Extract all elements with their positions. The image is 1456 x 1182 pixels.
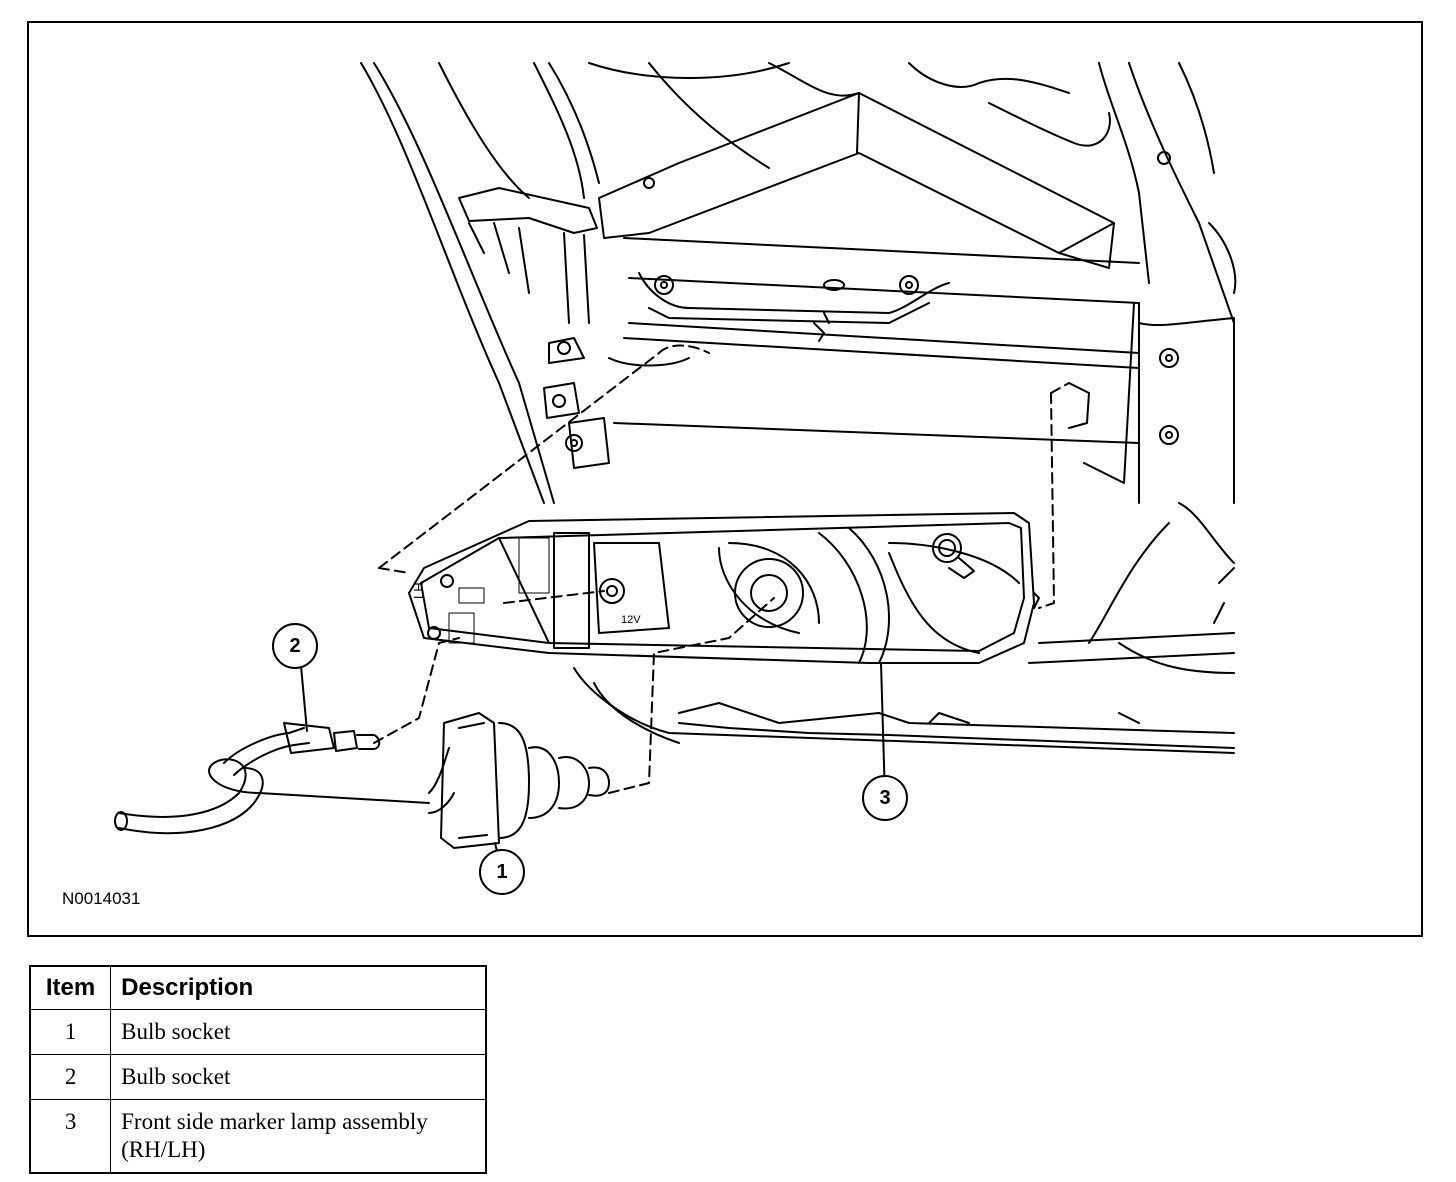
figure-frame: 12V LH: [27, 21, 1423, 937]
lamp-side-marking: LH: [411, 582, 426, 599]
leader-lines: [300, 344, 1070, 874]
table-row: 3 Front side marker lamp assembly (RH/LH…: [29, 1099, 487, 1174]
engine-compartment-drawing: [360, 62, 1237, 504]
table-row: 1 Bulb socket: [29, 1009, 487, 1055]
legend-item-description: Front side marker lamp assembly (RH/LH): [110, 1099, 487, 1174]
legend-header-row: Item Description: [29, 965, 487, 1010]
legend-header-description: Description: [110, 965, 487, 1010]
legend-item-description: Bulb socket: [110, 1054, 487, 1100]
legend-item-number: 1: [29, 1009, 112, 1055]
legend-item-description: Bulb socket: [110, 1009, 487, 1055]
callout-3: 3: [862, 775, 908, 821]
side-marker-lamp-drawing: 12V LH: [408, 512, 1040, 664]
callout-2: 2: [272, 623, 318, 669]
figure-id: N0014031: [62, 889, 141, 908]
bumper-drawing: [573, 502, 1235, 754]
table-row: 2 Bulb socket: [29, 1054, 487, 1100]
legend-item-number: 2: [29, 1054, 112, 1100]
lamp-voltage-marking: 12V: [621, 614, 641, 626]
legend-table: Item Description 1 Bulb socket 2 Bulb so…: [29, 965, 487, 1174]
wiring-harness-drawing: [114, 712, 610, 849]
callout-1: 1: [479, 849, 525, 895]
illustration: 12V LH: [114, 62, 1237, 874]
legend-header-item: Item: [29, 965, 112, 1010]
legend-item-number: 3: [29, 1099, 112, 1174]
